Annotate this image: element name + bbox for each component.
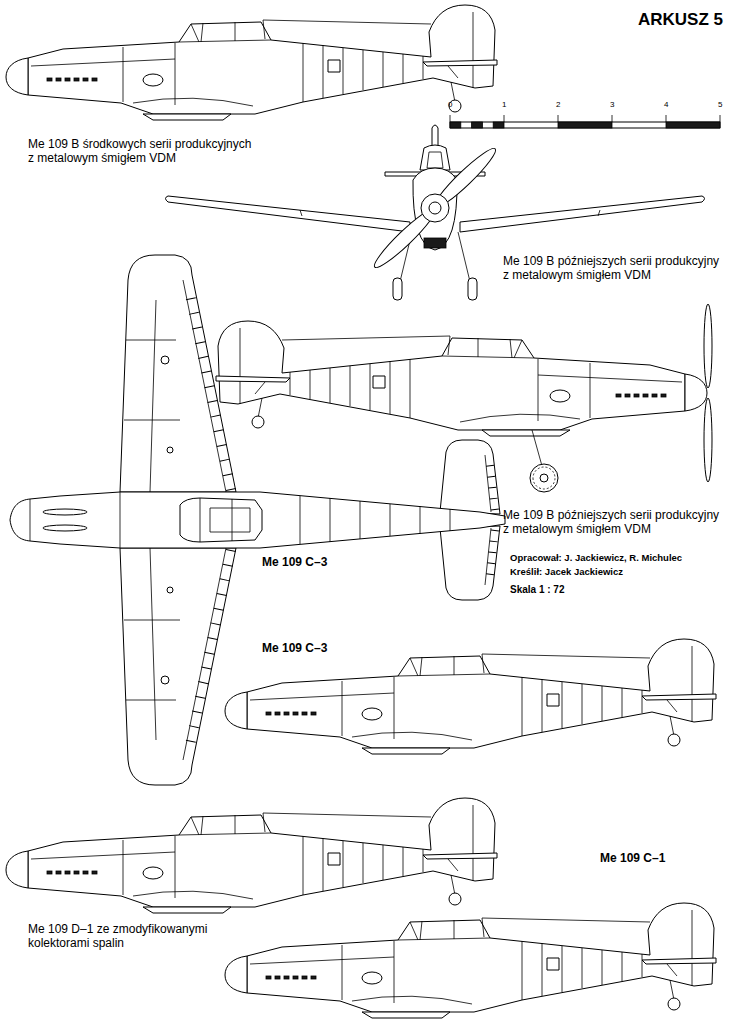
line-art [558,122,612,128]
scale-number: 0 [448,100,452,110]
scale-number: 4 [664,100,668,110]
line-art [413,168,457,250]
line-art [427,152,443,168]
sheet-title: ARKUSZ 5 [638,10,723,30]
line-art [530,464,558,492]
side-view [225,639,716,754]
line-art [532,430,542,466]
aircraft-caption: Me 109 B późniejszych serii produkcyjny … [503,508,725,537]
scale-number: 1 [502,100,506,110]
side-view [6,5,497,120]
line-art [43,525,87,531]
line-art [393,278,402,300]
side-view [225,903,716,1018]
aircraft-caption: Me 109 D–1 ze zmodyfikowanymi kolektoram… [28,922,228,951]
line-art [167,587,173,593]
line-art [533,467,555,489]
scale-bar [450,115,720,128]
line-art [180,498,262,542]
line-art [468,278,477,300]
line-art [43,509,87,515]
line-art [450,122,720,128]
view-label: Me 109 C–3 [262,555,327,569]
credit-note: Opracował: J. Jackiewicz, R. Michulec [510,552,682,563]
scale-number: 5 [718,100,722,110]
line-art [420,145,450,170]
view-label: Me 109 C–1 [600,851,665,865]
line-art [472,122,483,128]
side-view [216,304,712,492]
scale-number: 2 [556,100,560,110]
line-art [460,196,705,232]
line-art [166,196,411,232]
line-art [216,321,707,436]
view-label: Me 109 C–3 [262,641,327,655]
line-art [450,115,720,122]
line-art [200,498,250,542]
scale-number: 3 [610,100,614,110]
line-art [161,676,169,684]
line-art [10,492,505,548]
line-art [161,356,169,364]
line-art [424,238,446,248]
aircraft-caption: Me 109 B środkowych serii produkcyjnych … [28,137,256,166]
line-art [450,122,461,128]
line-art [30,492,450,548]
line-art [493,122,504,128]
line-art [429,202,441,214]
line-art [666,122,720,128]
scale-note: Skala 1 : 72 [510,584,564,596]
line-art [704,304,712,388]
line-art [540,474,548,482]
line-art [167,447,173,453]
aircraft-caption: Me 109 B późniejszych serii produkcyjny … [503,254,725,283]
line-art [421,194,449,222]
credit-note: Kreślił: Jacek Jackiewicz [510,566,623,577]
line-art [704,398,712,482]
side-view [6,798,497,913]
